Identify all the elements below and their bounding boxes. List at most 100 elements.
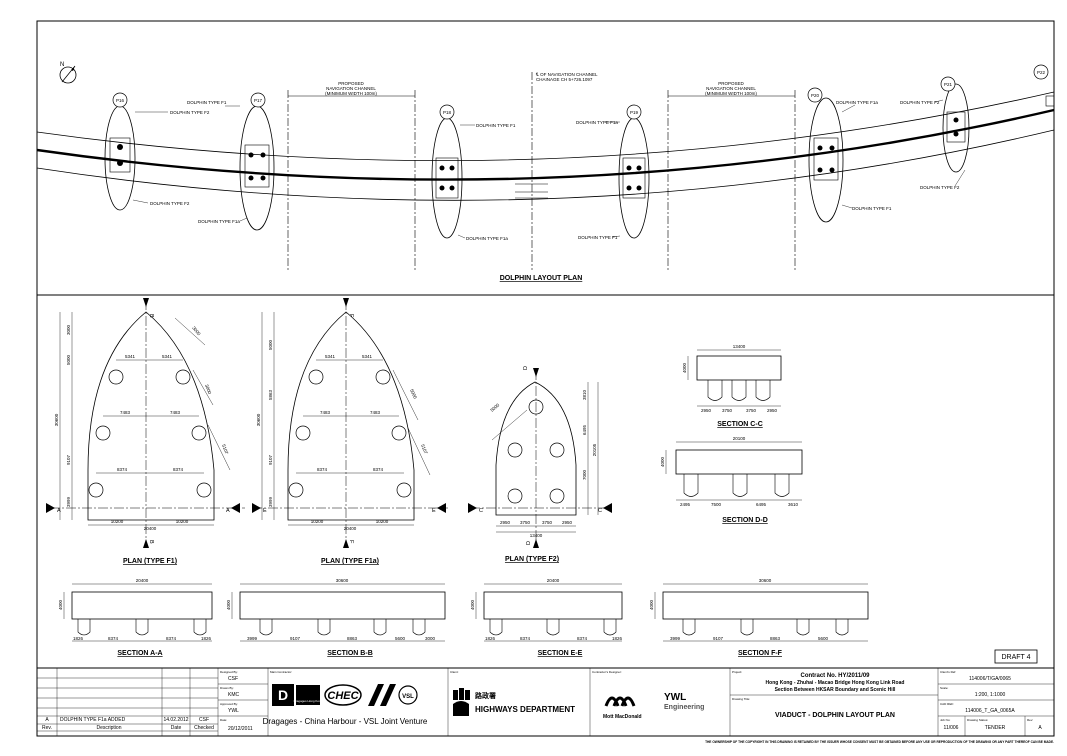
- svg-text:4000: 4000: [682, 362, 687, 373]
- svg-text:DOLPHIN TYPE F1: DOLPHIN TYPE F1: [476, 123, 516, 128]
- svg-text:4000: 4000: [470, 599, 475, 610]
- layout-plan-title: DOLPHIN LAYOUT PLAN: [500, 275, 583, 282]
- svg-text:30600: 30600: [256, 413, 261, 426]
- svg-text:7500: 7500: [711, 502, 722, 507]
- svg-text:DOLPHIN TYPE F2: DOLPHIN TYPE F2: [170, 110, 210, 115]
- svg-text:Mott MacDonald: Mott MacDonald: [603, 714, 642, 720]
- svg-text:3000: 3000: [191, 325, 202, 336]
- pier-label: P16: [116, 98, 125, 103]
- dolphin-callouts: DOLPHIN TYPE F2 DOLPHIN TYPE F2 DOLPHIN …: [132, 99, 966, 241]
- section-dd-title: SECTION D-D: [722, 517, 768, 524]
- svg-text:Drawing Status:: Drawing Status:: [967, 718, 988, 722]
- svg-text:3999: 3999: [670, 636, 681, 641]
- svg-text:9107: 9107: [290, 636, 301, 641]
- svg-text:3000: 3000: [66, 324, 71, 335]
- svg-text:PROPOSED: PROPOSED: [718, 81, 744, 86]
- svg-text:KMC: KMC: [228, 692, 240, 698]
- svg-text:C: C: [598, 508, 602, 514]
- dolphin-p17: P17: [239, 92, 275, 231]
- svg-text:A: A: [45, 717, 49, 723]
- dolphin-p22: P22: [1033, 64, 1055, 107]
- pier-label: P17: [254, 98, 263, 103]
- svg-text:Contractor's Designer:: Contractor's Designer:: [592, 670, 622, 674]
- svg-text:7483: 7483: [320, 410, 331, 415]
- svg-text:5000: 5000: [409, 388, 418, 400]
- svg-text:A: A: [57, 508, 61, 514]
- svg-text:Description: Description: [96, 725, 121, 731]
- svg-text:5341: 5341: [362, 354, 373, 359]
- svg-text:DOLPHIN TYPE F1a: DOLPHIN TYPE F1a: [836, 100, 878, 105]
- title-block: A DOLPHIN TYPE F1a ADDED 14.02.2012 CSF …: [37, 667, 1054, 736]
- svg-text:10200: 10200: [311, 519, 324, 524]
- svg-text:1826: 1826: [201, 636, 212, 641]
- svg-text:7483: 7483: [370, 410, 381, 415]
- svg-text:2950: 2950: [767, 408, 778, 413]
- plan-type-f1a: 5341 5341 7483 7483 8374 8374 10200 1020…: [252, 298, 448, 565]
- svg-text:B: B: [148, 540, 154, 544]
- svg-text:3999: 3999: [268, 496, 273, 507]
- north-label: N: [60, 62, 64, 68]
- svg-text:11/006: 11/006: [944, 725, 959, 731]
- section-cc-title: SECTION C-C: [717, 421, 763, 428]
- svg-text:A: A: [1038, 725, 1042, 731]
- section-ee-title: SECTION E-E: [538, 650, 583, 657]
- svg-text:8374: 8374: [166, 636, 177, 641]
- svg-text:9107: 9107: [66, 454, 71, 465]
- svg-text:Section Between HKSAR Boundary: Section Between HKSAR Boundary and Sceni…: [775, 687, 896, 693]
- svg-text:9107: 9107: [268, 454, 273, 465]
- client-logo: Client: 路政署 HIGHWAYS DEPARTMENT: [450, 670, 575, 716]
- svg-text:Hong Kong - Zhuhai - Macao Bri: Hong Kong - Zhuhai - Macao Bridge Hong K…: [766, 680, 905, 686]
- svg-text:8374: 8374: [173, 467, 184, 472]
- svg-text:5341: 5341: [125, 354, 136, 359]
- section-ee: 20400 4000 1826 8374 8374 1826 SECTION E…: [470, 578, 623, 657]
- svg-text:14.02.2012: 14.02.2012: [163, 717, 188, 723]
- svg-text:D: D: [526, 541, 532, 545]
- vsl-logo-icon: VSL: [398, 685, 418, 705]
- svg-text:10200: 10200: [111, 519, 124, 524]
- svg-text:9107: 9107: [713, 636, 724, 641]
- svg-text:2950: 2950: [500, 520, 511, 525]
- svg-text:20400: 20400: [136, 578, 149, 583]
- svg-text:C: C: [479, 508, 483, 514]
- svg-text:Client's Ref:: Client's Ref:: [940, 670, 956, 674]
- svg-text:CSF: CSF: [228, 676, 238, 682]
- svg-text:DOLPHIN TYPE F2: DOLPHIN TYPE F2: [150, 201, 190, 206]
- svg-text:NAVIGATION CHANNEL: NAVIGATION CHANNEL: [706, 86, 756, 91]
- svg-text:DOLPHIN TYPE F1a ADDED: DOLPHIN TYPE F1a ADDED: [60, 717, 126, 723]
- svg-text:3750: 3750: [746, 408, 757, 413]
- svg-text:3000: 3000: [204, 384, 212, 396]
- svg-text:5863: 5863: [268, 389, 273, 400]
- section-ff: 30600 4000 3999 9107 8863 5600 SECTION F…: [649, 578, 869, 657]
- svg-text:20105: 20105: [592, 443, 597, 456]
- svg-text:20400: 20400: [144, 526, 157, 531]
- svg-text:DRAFT 4: DRAFT 4: [1001, 654, 1030, 661]
- svg-text:30600: 30600: [336, 578, 349, 583]
- dolphin-p18: P18: [431, 104, 463, 239]
- dolphin-p20: P20: [807, 87, 844, 223]
- svg-text:6495: 6495: [582, 424, 587, 435]
- svg-text:CSF: CSF: [199, 717, 209, 723]
- svg-text:D: D: [278, 687, 288, 703]
- svg-text:3750: 3750: [722, 408, 733, 413]
- svg-text:F: F: [348, 314, 354, 318]
- svg-text:10200: 10200: [176, 519, 189, 524]
- svg-text:CHAINAGE CH 5+726.1097: CHAINAGE CH 5+726.1097: [536, 77, 593, 82]
- svg-text:A: A: [226, 508, 230, 514]
- jv-name: Dragages - China Harbour - VSL Joint Ven…: [263, 717, 428, 726]
- plan-type-f1: 5341 5341 7483 7483 8374 8374 10200 1020…: [46, 298, 245, 565]
- svg-text:DOLPHIN TYPE F2: DOLPHIN TYPE F2: [900, 100, 940, 105]
- svg-text:E: E: [263, 508, 267, 514]
- svg-text:Rev.: Rev.: [42, 725, 52, 731]
- svg-text:8374: 8374: [373, 467, 384, 472]
- svg-text:Client:: Client:: [450, 670, 459, 674]
- highways-logo-icon: [453, 688, 470, 716]
- section-bb: 30600 4000 3999 9107 8863 5600 3000 SECT…: [226, 578, 446, 657]
- svg-text:4000: 4000: [226, 599, 231, 610]
- svg-text:1:200, 1:1000: 1:200, 1:1000: [975, 692, 1006, 698]
- svg-text:PROPOSED: PROPOSED: [338, 81, 364, 86]
- svg-text:2950: 2950: [562, 520, 573, 525]
- contractor-logos: Main Contractor: D Dragages Hong Kong CH…: [263, 670, 428, 726]
- svg-text:4000: 4000: [58, 599, 63, 610]
- svg-text:3750: 3750: [542, 520, 553, 525]
- svg-text:8863: 8863: [347, 636, 358, 641]
